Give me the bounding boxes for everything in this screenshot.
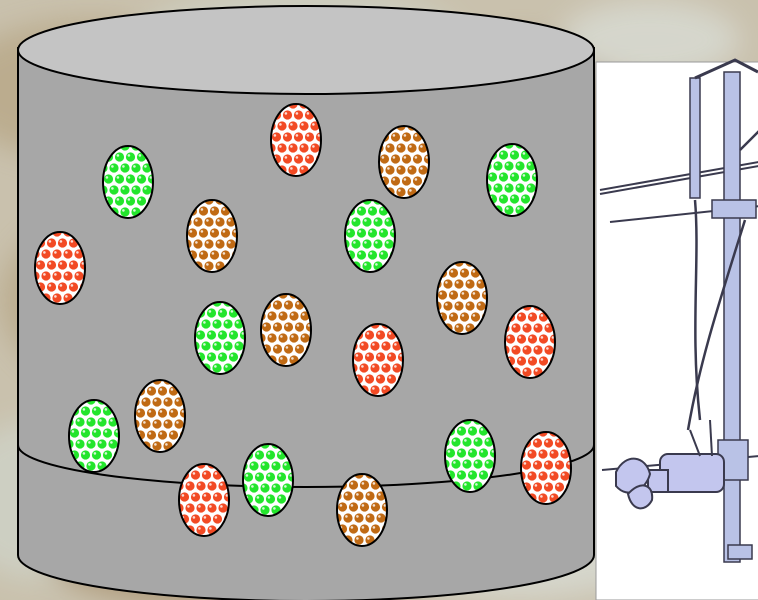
particle-green xyxy=(68,399,120,473)
submersible-mixer-illustration xyxy=(595,58,758,600)
mixer-propeller-unit xyxy=(615,419,725,510)
particle-red xyxy=(352,323,404,397)
tank-top xyxy=(17,5,595,95)
mixer-mast xyxy=(686,58,758,563)
particle-red xyxy=(34,231,86,305)
particle-green xyxy=(102,145,154,219)
particle-red xyxy=(520,431,572,505)
particle-orange xyxy=(134,379,186,453)
tank xyxy=(17,5,595,600)
particle-red xyxy=(178,463,230,537)
